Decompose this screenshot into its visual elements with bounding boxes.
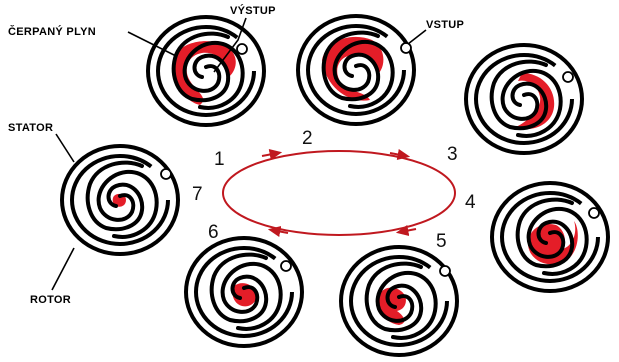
- step-number-5: 5: [436, 231, 447, 252]
- step-number-6: 6: [208, 222, 219, 243]
- step-number-3: 3: [447, 144, 458, 165]
- outlet-label: VÝSTUP: [230, 4, 276, 17]
- scroll-stage-6: [186, 238, 302, 346]
- step-number-7: 7: [192, 184, 203, 205]
- step-number-4: 4: [465, 192, 476, 213]
- scroll-stage-7: [62, 146, 178, 254]
- inlet-label: VSTUP: [426, 19, 464, 31]
- rotor-pointer: [52, 248, 74, 290]
- cycle-arrow-bottom-right: [400, 229, 416, 232]
- scroll-stage-5: [341, 247, 457, 355]
- stator-label: STATOR: [8, 122, 53, 134]
- step-number-1: 1: [214, 149, 225, 170]
- scroll-stage-4: [492, 183, 608, 291]
- stator-pointer: [56, 134, 74, 162]
- step-number-2: 2: [302, 128, 313, 149]
- scroll-stage-1: [148, 17, 264, 125]
- pumped-gas-label: ČERPANÝ PLYN: [8, 25, 96, 38]
- scroll-stage-3: [466, 45, 582, 153]
- cycle-arrow-top-left: [262, 153, 278, 156]
- cycle-ellipse: [223, 151, 455, 235]
- scroll-stage-2: [298, 16, 414, 124]
- rotor-label: ROTOR: [30, 294, 71, 306]
- inlet-pointer: [408, 30, 426, 44]
